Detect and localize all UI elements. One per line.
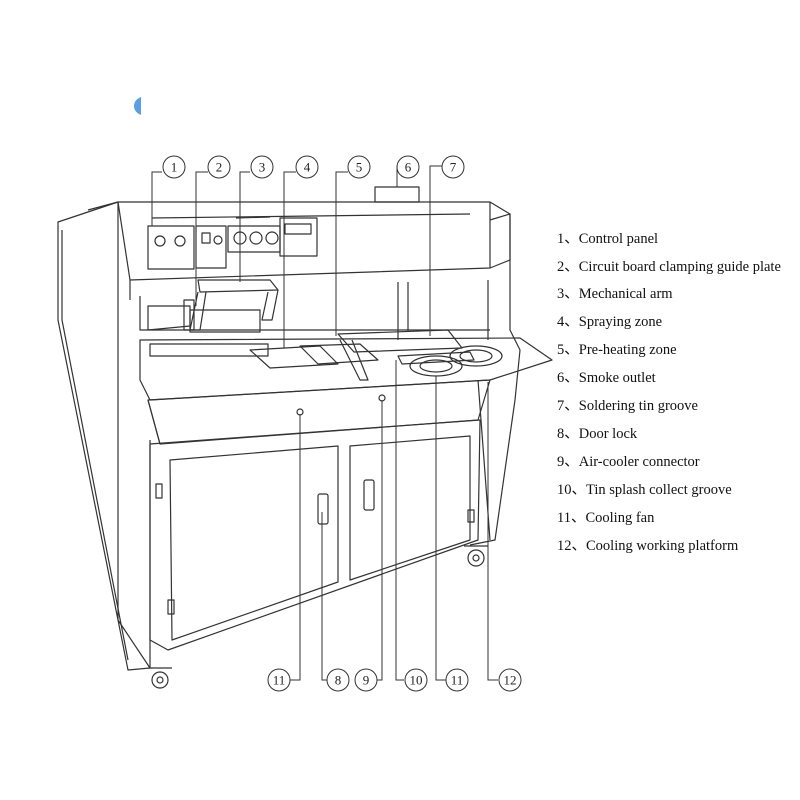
legend-item: 3、Mechanical arm (557, 286, 792, 303)
bottom-callout-label: 8 (335, 673, 342, 688)
legend-item-label: Door lock (578, 426, 638, 442)
right-door (349, 435, 471, 581)
top-callout-circle (441, 155, 465, 179)
legend-item-number: 12、 (557, 538, 586, 554)
bottom-callout-label: 11 (273, 673, 286, 688)
legend-item: 1、Control panel (557, 231, 792, 248)
pre-heating-zone (249, 345, 339, 369)
legend-item-label: Circuit board clamping guide plate (578, 259, 781, 275)
top-callout-circle (207, 155, 231, 179)
bottom-callout-label: 9 (363, 673, 370, 688)
legend-item: 8、Door lock (557, 426, 792, 443)
bottom-callout-label: 10 (410, 673, 423, 688)
bottom-callout-circle (267, 668, 291, 692)
bottom-callout-circle (404, 668, 428, 692)
spraying-zone (299, 343, 379, 365)
bottom-callout-circle (445, 668, 469, 692)
right-door-handle (363, 479, 375, 511)
cooling-fan-1 (409, 355, 463, 377)
legend-item-label: Tin splash collect groove (586, 482, 732, 498)
legend-item-number: 11、 (557, 510, 586, 526)
cooling-fan-2 (449, 345, 503, 367)
legend-item-label: Smoke outlet (578, 370, 656, 386)
legend-item: 5、Pre-heating zone (557, 342, 792, 359)
legend-item-number: 4、 (557, 314, 579, 330)
top-callout-circle (162, 155, 186, 179)
legend-item-number: 6、 (557, 370, 579, 386)
legend-item-label: Cooling fan (585, 510, 655, 526)
legend-item: 9、Air-cooler connector (557, 454, 792, 471)
legend-item: 7、Soldering tin groove (557, 398, 792, 415)
smoke-outlet (374, 186, 420, 203)
right-side-panel (469, 213, 521, 546)
legend: 1、Control panel 2、Circuit board clamping … (557, 231, 792, 566)
top-callout-label: 3 (259, 160, 266, 175)
cabinet (149, 419, 481, 651)
legend-item: 2、Circuit board clamping guide plate (557, 259, 792, 276)
solder-tin-groove (337, 329, 463, 353)
legend-item: 12、Cooling working platform (557, 538, 792, 555)
legend-item-number: 3、 (557, 286, 579, 302)
top-callout-label: 5 (356, 160, 363, 175)
legend-item-number: 9、 (557, 454, 579, 470)
temperature-controller (279, 217, 318, 257)
bottom-callout-circle (354, 668, 378, 692)
legend-item: 4、Spraying zone (557, 314, 792, 331)
legend-item-label: Mechanical arm (578, 286, 673, 302)
legend-item-number: 5、 (557, 342, 579, 358)
legend-item-label: Soldering tin groove (578, 398, 698, 414)
bottom-callout-label: 12 (504, 673, 517, 688)
legend-item-label: Spraying zone (578, 314, 663, 330)
legend-item-number: 7、 (557, 398, 579, 414)
top-callout-circle (396, 155, 420, 179)
top-callout-circle (347, 155, 371, 179)
top-callout-label: 1 (171, 160, 178, 175)
wheel-left (151, 671, 169, 689)
top-callout-circle (250, 155, 274, 179)
bottom-callout-label: 11 (451, 673, 464, 688)
top-callout-label: 4 (304, 160, 311, 175)
legend-item-label: Air-cooler connector (578, 454, 700, 470)
legend-item-number: 1、 (557, 231, 579, 247)
legend-item: 10、Tin splash collect groove (557, 482, 792, 499)
top-callout-circle (295, 155, 319, 179)
legend-item: 6、Smoke outlet (557, 370, 792, 387)
tin-splash-groove (397, 351, 475, 365)
bottom-callout-circle (326, 668, 350, 692)
left-door (169, 445, 339, 641)
top-callout-label: 7 (450, 160, 457, 175)
mechanical-arm (197, 279, 279, 293)
control-box (117, 201, 491, 281)
bottom-callout-circle (498, 668, 522, 692)
left-side-panel (57, 201, 151, 671)
corner-mark-icon (132, 96, 142, 116)
top-callout-label: 2 (216, 160, 223, 175)
legend-item-number: 2、 (557, 259, 579, 275)
callouts-bottom: 11 8 9 10 11 12 (267, 668, 522, 692)
legend-item-number: 10、 (557, 482, 586, 498)
legend-item: 11、Cooling fan (557, 510, 792, 527)
legend-item-label: Pre-heating zone (578, 342, 677, 358)
legend-item-label: Control panel (578, 231, 659, 247)
callouts-top: 1 2 3 4 5 6 7 (162, 155, 465, 179)
wheel-right (467, 549, 485, 567)
top-callout-label: 6 (405, 160, 412, 175)
left-door-handle (317, 493, 329, 525)
legend-item-number: 8、 (557, 426, 579, 442)
legend-item-label: Cooling working platform (586, 538, 739, 554)
